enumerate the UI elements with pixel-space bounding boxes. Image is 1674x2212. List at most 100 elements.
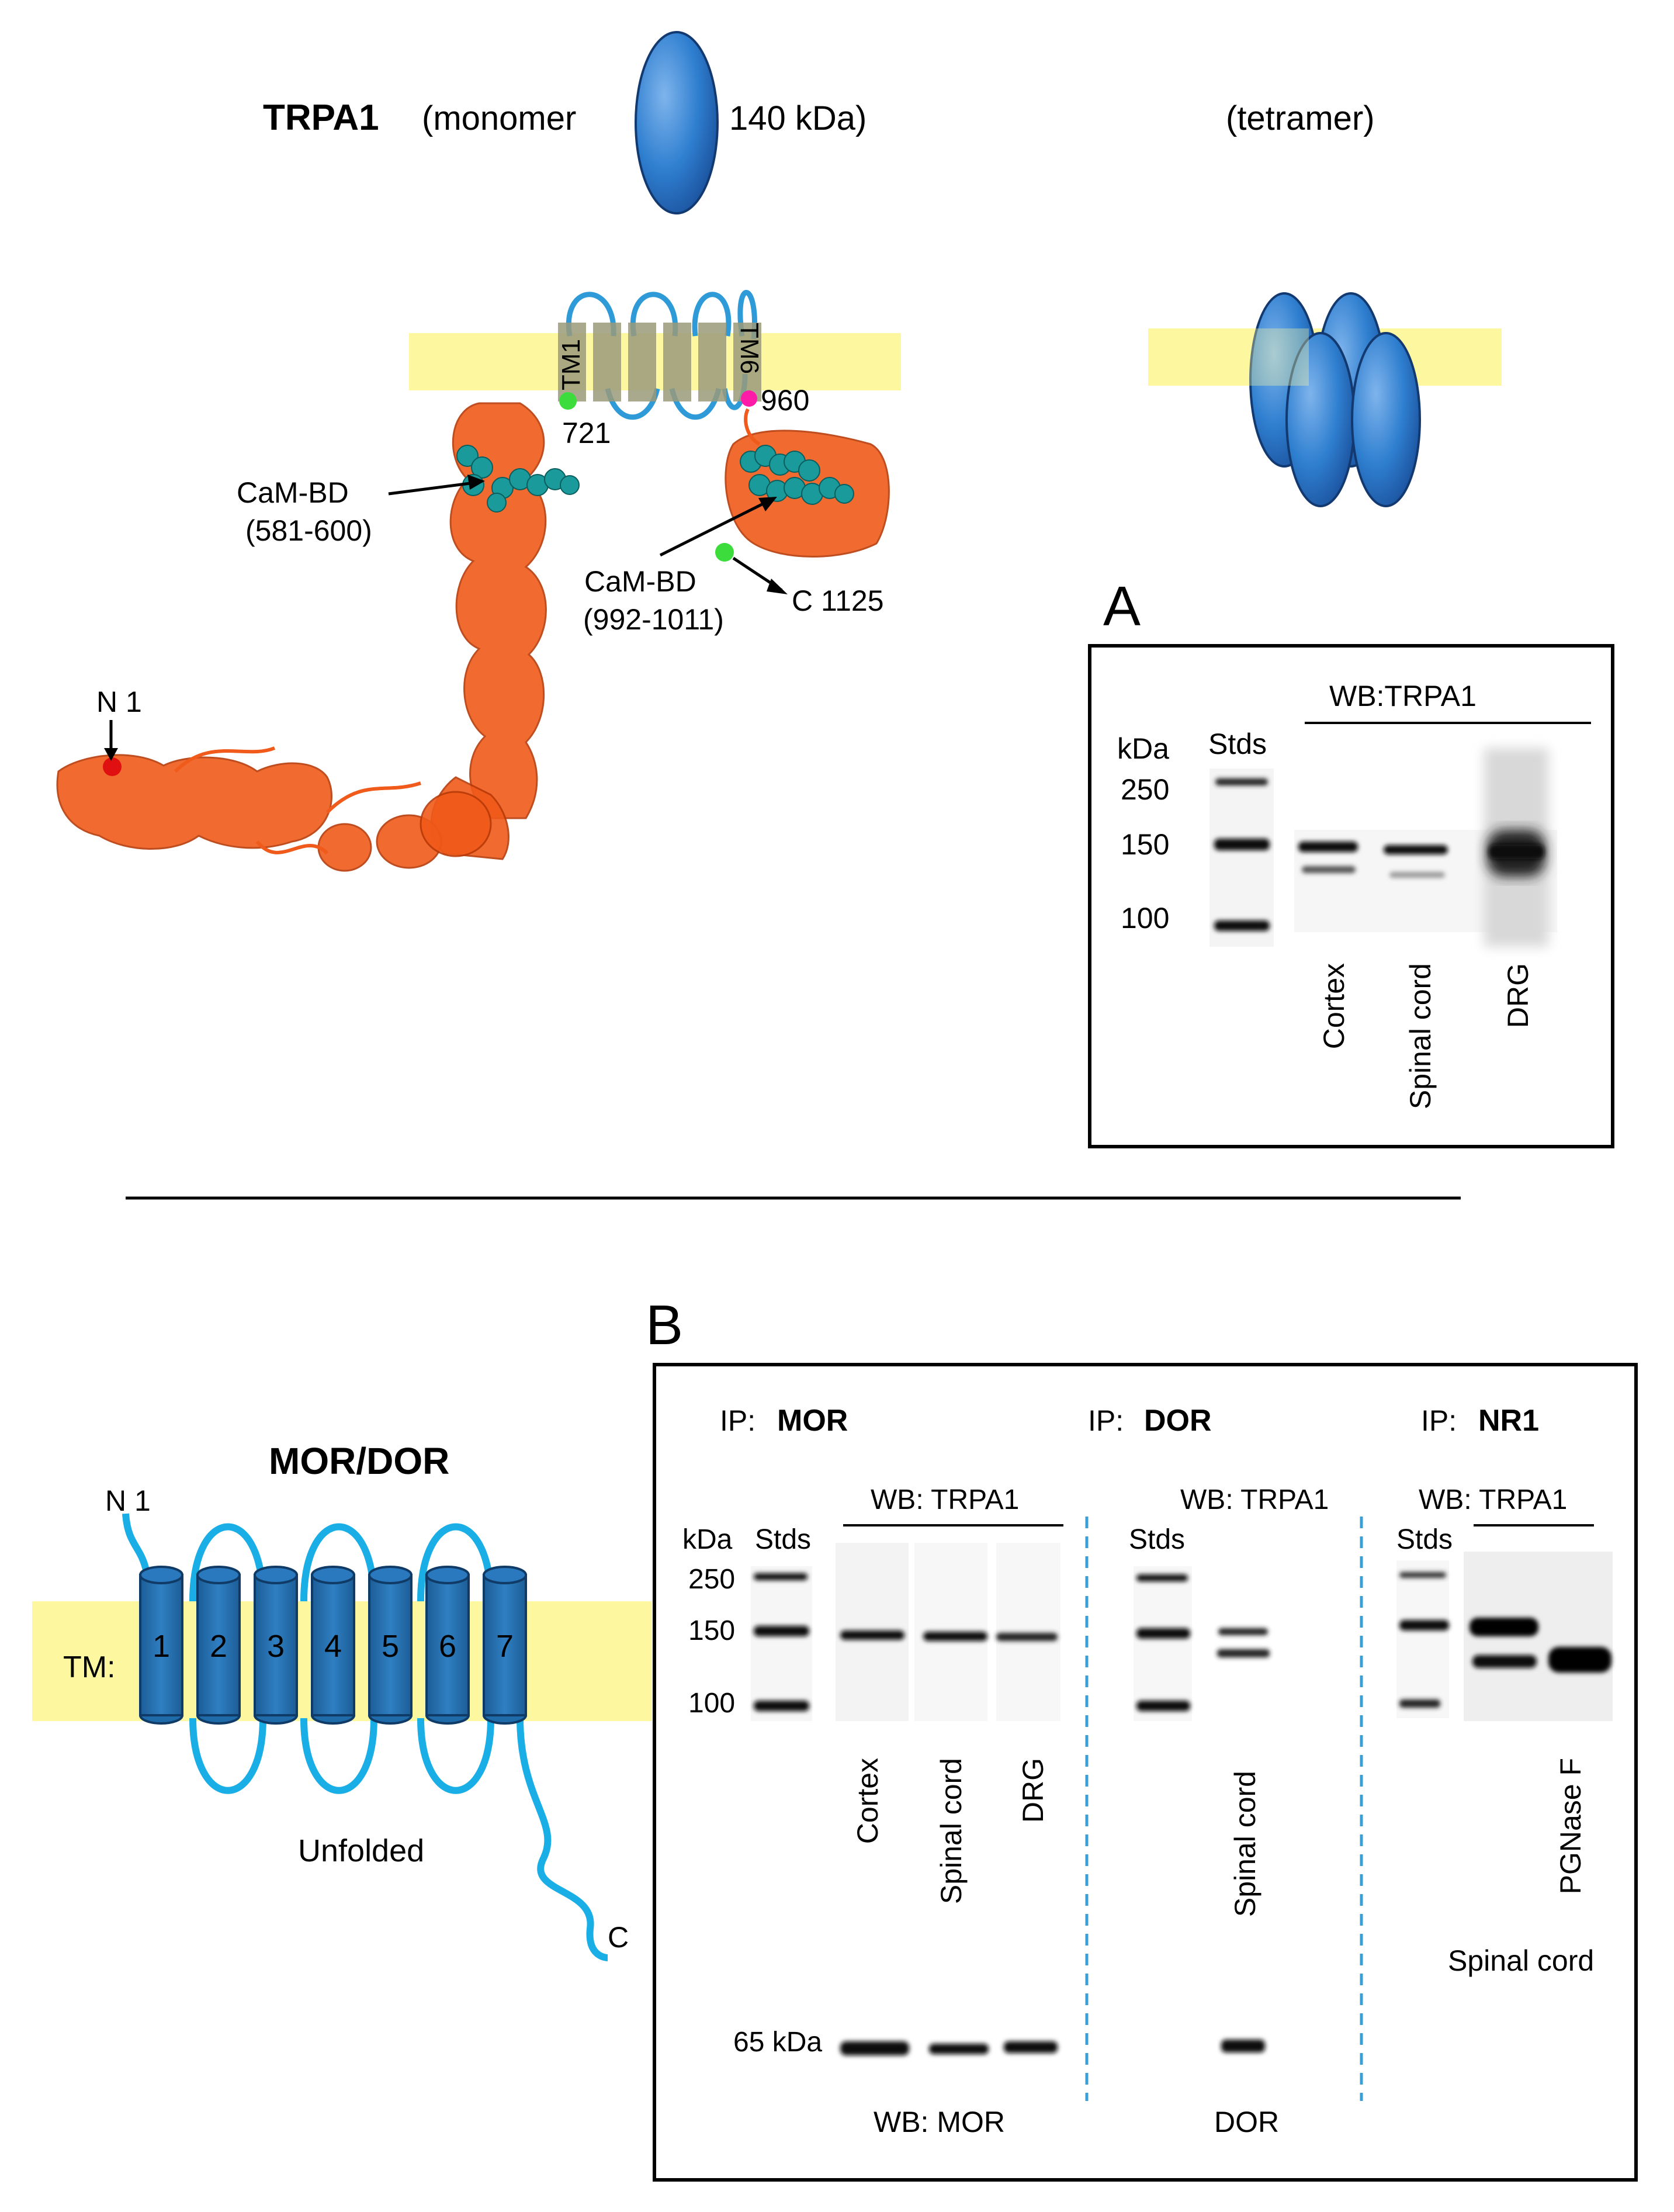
c-terminus-marker — [715, 543, 734, 562]
trpa1-title: TRPA1 — [263, 98, 379, 138]
receptor-c-term: C — [608, 1921, 629, 1954]
nr1-stds: Stds — [1396, 1524, 1453, 1555]
panel-b-letter: B — [646, 1294, 683, 1356]
wb-mor-label: WB: MOR — [874, 2106, 1005, 2138]
ip-dor-prefix: IP: — [1088, 1404, 1124, 1437]
panel-b-frame — [653, 1363, 1638, 2182]
mor-dor-schematic: MOR/DOR TM: N 1 C 1 2 3 4 5 6 7 Unfolded — [32, 1440, 651, 1961]
tm-helix-4: 4 — [311, 1566, 355, 1725]
residue-721-label: 721 — [562, 417, 611, 449]
monomer-label: (monomer — [422, 99, 576, 137]
tm-helix-label: 7 — [496, 1629, 514, 1664]
panel-b-kda: kDa — [682, 1524, 733, 1555]
mor-65kda-bands — [840, 2041, 1058, 2055]
tm-helix-label: 2 — [210, 1629, 227, 1664]
trpa1-header: TRPA1 (monomer 140 kDa) (tetramer) — [263, 31, 1375, 214]
tm-helix-blocks — [558, 323, 761, 401]
panel-a-stds: Stds — [1208, 728, 1267, 760]
mor-dor-title: MOR/DOR — [269, 1440, 449, 1482]
nr1-wb-label: WB: TRPA1 — [1419, 1484, 1567, 1515]
dor-lane-spinal-cord: Spinal cord — [1229, 1771, 1261, 1917]
mor-trpa1-bands — [754, 1573, 1058, 1711]
n-terminus-marker — [103, 757, 122, 776]
ip-mor: MOR — [777, 1404, 848, 1438]
tm-helix-label: 3 — [267, 1629, 285, 1664]
tm1-label: TM1 — [557, 339, 585, 390]
panel-a-kda: kDa — [1117, 732, 1169, 765]
panel-b-stds: Stds — [755, 1524, 811, 1555]
dor-wb-label: WB: TRPA1 — [1180, 1484, 1329, 1515]
tm-loops — [566, 290, 757, 420]
cambd1-range: (581-600) — [245, 514, 372, 547]
tm-helix-label: 5 — [382, 1629, 399, 1664]
monomer-mass-label: 140 kDa) — [729, 99, 867, 137]
cambd2-arrowhead — [758, 497, 777, 511]
panel-a-marker-150: 150 — [1121, 828, 1169, 861]
panel-a-frame — [1088, 644, 1614, 1148]
panel-a-marker-100: 100 — [1121, 902, 1169, 934]
dor-stds: Stds — [1129, 1524, 1185, 1555]
mor-lane-cortex: Cortex — [851, 1758, 884, 1844]
n-terminus-label: N 1 — [96, 686, 142, 718]
tm-helix-3: 3 — [254, 1566, 298, 1725]
receptor-loops — [122, 1513, 608, 1961]
monomer-ellipse — [635, 31, 719, 214]
trpa1-monomer-structure: TM1 TM6 — [56, 290, 901, 872]
panel-b-marker-100: 100 — [688, 1688, 735, 1719]
mor-lane-spinal-cord: Spinal cord — [935, 1758, 968, 1904]
tm-helix-label: 1 — [153, 1629, 170, 1664]
tm-helix-7: 7 — [483, 1566, 527, 1725]
cambd2-label: CaM-BD — [584, 565, 696, 598]
panel-a-lane-spinal-cord: Spinal cord — [1404, 963, 1437, 1109]
unfolded-label: Unfolded — [298, 1833, 424, 1868]
panel-b: B IP: MOR IP: DOR IP: NR1 WB: TRPA1 kDa … — [646, 1294, 1638, 2182]
tm6-label: TM6 — [735, 323, 764, 374]
panel-a-wb-label: WB:TRPA1 — [1329, 680, 1477, 712]
cambd2-range: (992-1011) — [583, 603, 724, 636]
ip-nr1: NR1 — [1478, 1404, 1539, 1438]
dor-trpa1-bands — [1136, 1574, 1270, 1711]
tm-helix-label: 6 — [439, 1629, 456, 1664]
tm-helices: 1 2 3 4 5 6 7 — [139, 1566, 527, 1725]
dor-65kda-band — [1221, 2040, 1265, 2052]
residue-960-label: 960 — [761, 384, 809, 417]
tm-helix-6: 6 — [425, 1566, 470, 1725]
cambd1-arrowhead — [467, 475, 485, 490]
panel-a-letter: A — [1103, 575, 1141, 638]
tm-label: TM: — [63, 1650, 116, 1684]
tm-helix-1: 1 — [139, 1566, 183, 1725]
panel-a: A WB:TRPA1 kDa Stds 250 150 100 Cortex S… — [1088, 575, 1614, 1148]
ip-nr1-prefix: IP: — [1421, 1404, 1457, 1437]
residue-960-marker — [741, 390, 757, 407]
nr1-lane-pgnase: PGNase F — [1554, 1758, 1587, 1894]
mor-wb-label: WB: TRPA1 — [871, 1484, 1019, 1515]
mor-lane-drg: DRG — [1017, 1758, 1049, 1823]
c-terminus-label: C 1125 — [792, 584, 884, 617]
cambd1-label: CaM-BD — [237, 476, 349, 509]
residue-721-marker — [559, 392, 577, 410]
panel-a-bands — [1214, 778, 1448, 931]
tm-helix-5: 5 — [368, 1566, 413, 1725]
ip-mor-prefix: IP: — [720, 1404, 755, 1437]
dor-label: DOR — [1214, 2106, 1279, 2138]
cambd1-arrow — [388, 480, 480, 496]
tetramer-label: (tetramer) — [1226, 99, 1375, 137]
tm-helix-2: 2 — [196, 1566, 241, 1725]
tm-helix-label: 4 — [324, 1629, 342, 1664]
panel-a-marker-250: 250 — [1121, 773, 1169, 806]
ip-dor: DOR — [1144, 1404, 1212, 1438]
panel-b-marker-250: 250 — [688, 1564, 735, 1595]
n-terminus-arrowhead — [104, 748, 118, 761]
cambd-spheres-1 — [456, 445, 580, 513]
cambd-spheres-2 — [740, 445, 854, 505]
c-terminus-arrowhead — [767, 579, 788, 594]
panel-a-lane-drg: DRG — [1502, 963, 1534, 1028]
panel-a-drg-smear — [1484, 748, 1548, 947]
panel-a-blot-bg — [1209, 769, 1274, 947]
kda65-label: 65 kDa — [733, 2027, 822, 2058]
nr1-tissue-label: Spinal cord — [1448, 1944, 1594, 1977]
panel-b-marker-150: 150 — [688, 1615, 735, 1646]
receptor-n-term: N 1 — [105, 1484, 151, 1517]
tetramer-structure — [1148, 292, 1502, 507]
cambd2-arrow — [659, 498, 772, 557]
